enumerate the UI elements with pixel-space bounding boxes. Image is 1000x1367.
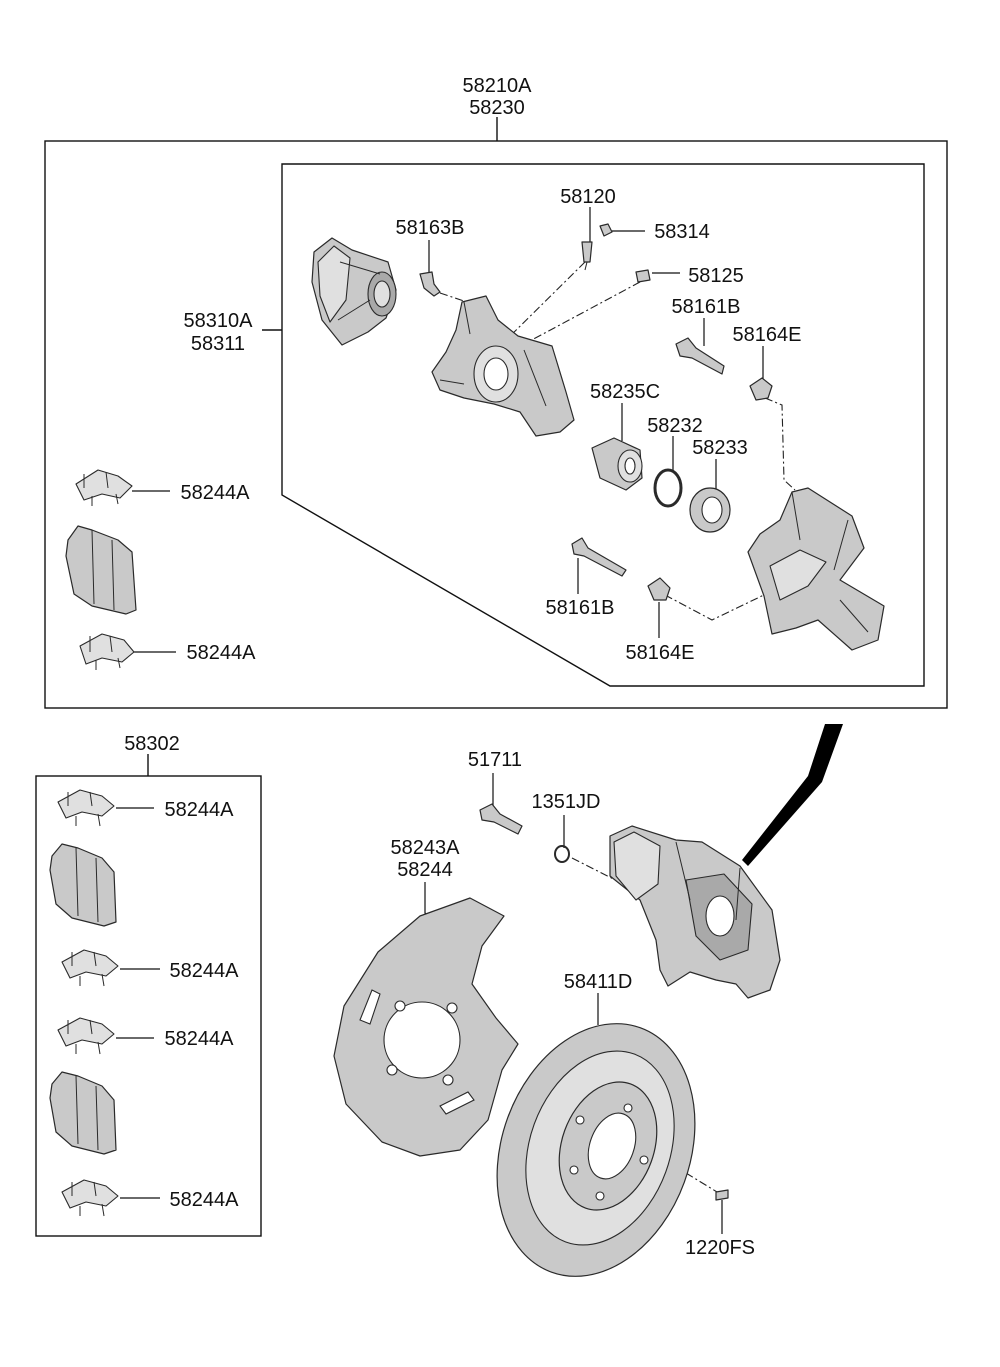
piston-seal-icon — [653, 468, 683, 508]
part-labels: 58210A 58230 58310A 58311 58120 58314 58… — [124, 75, 801, 1259]
label-disc: 58411D — [564, 971, 633, 993]
guide-bolt-icon — [419, 271, 441, 297]
piston-icon — [591, 437, 643, 491]
fitting-icon — [635, 269, 651, 283]
label-fitting: 58125 — [688, 265, 744, 287]
label-caliper-body-top: 58310A — [184, 310, 254, 332]
label-assembly-top: 58210A — [463, 75, 533, 97]
dust-cover — [333, 897, 519, 1157]
label-pad-kit: 58302 — [124, 733, 180, 755]
caliper-body-frame — [281, 163, 925, 687]
label-dust-cover-bottom: 58244 — [397, 859, 453, 881]
kit-pad-1-icon — [49, 843, 117, 927]
brake-pad-upper-icon — [65, 525, 137, 615]
piston-boot-icon — [689, 487, 731, 533]
label-guide-pin-lower: 58161B — [546, 597, 615, 619]
assembly-callout-arrow — [742, 724, 843, 866]
kit-clip-1-icon — [57, 789, 115, 827]
brake-disc — [496, 1023, 696, 1277]
kit-clip-4-icon — [61, 1179, 119, 1217]
guide-pin-lower-icon — [571, 537, 627, 577]
label-kit-clip-3: 58244A — [165, 1028, 235, 1050]
guide-pin-upper-icon — [675, 337, 725, 375]
caliper-motor — [311, 237, 397, 346]
label-washer: 1351JD — [532, 791, 601, 813]
leader-lines — [116, 207, 764, 1234]
pad-clip-upper-icon — [75, 469, 133, 506]
bleeder-screw-icon — [581, 241, 593, 271]
label-kit-clip-2: 58244A — [170, 960, 240, 982]
kit-pad-2-icon — [49, 1071, 117, 1155]
bleeder-cap-icon — [599, 223, 613, 237]
label-guide-bolt: 58163B — [396, 217, 465, 239]
label-dust-cover-top: 58243A — [391, 837, 461, 859]
label-piston-seal: 58232 — [647, 415, 703, 437]
pad-kit-frame — [35, 775, 262, 1237]
label-assembly-bottom: 58230 — [469, 97, 525, 119]
label-bleeder: 58120 — [560, 186, 616, 208]
label-clip-upper: 58244A — [181, 482, 251, 504]
caliper-assembly-frame — [44, 140, 948, 709]
label-clip-lower: 58244A — [187, 642, 257, 664]
washer-icon — [554, 845, 570, 863]
label-bolt: 51711 — [468, 749, 522, 771]
label-bleeder-cap: 58314 — [654, 221, 710, 243]
installed-caliper — [609, 825, 781, 999]
label-kit-clip-4: 58244A — [170, 1189, 240, 1211]
label-piston: 58235C — [590, 381, 660, 403]
kit-clip-2-icon — [61, 949, 119, 987]
caliper-bracket — [747, 487, 885, 651]
kit-clip-3-icon — [57, 1017, 115, 1055]
label-piston-boot: 58233 — [692, 437, 748, 459]
label-pin-boot-upper: 58164E — [733, 324, 802, 346]
assembly-frames — [35, 117, 948, 1237]
pin-boot-lower-icon — [647, 577, 671, 601]
label-pin-boot-lower: 58164E — [626, 642, 695, 664]
label-kit-clip-1: 58244A — [165, 799, 235, 821]
bolt-icon — [479, 803, 523, 835]
pin-boot-upper-icon — [749, 377, 773, 401]
caliper-body — [431, 295, 575, 437]
label-guide-pin-upper: 58161B — [672, 296, 741, 318]
label-caliper-body-bottom: 58311 — [191, 333, 245, 355]
pad-clip-lower-icon — [79, 633, 135, 670]
label-disc-screw: 1220FS — [685, 1237, 755, 1259]
disc-screw-icon — [715, 1189, 729, 1201]
